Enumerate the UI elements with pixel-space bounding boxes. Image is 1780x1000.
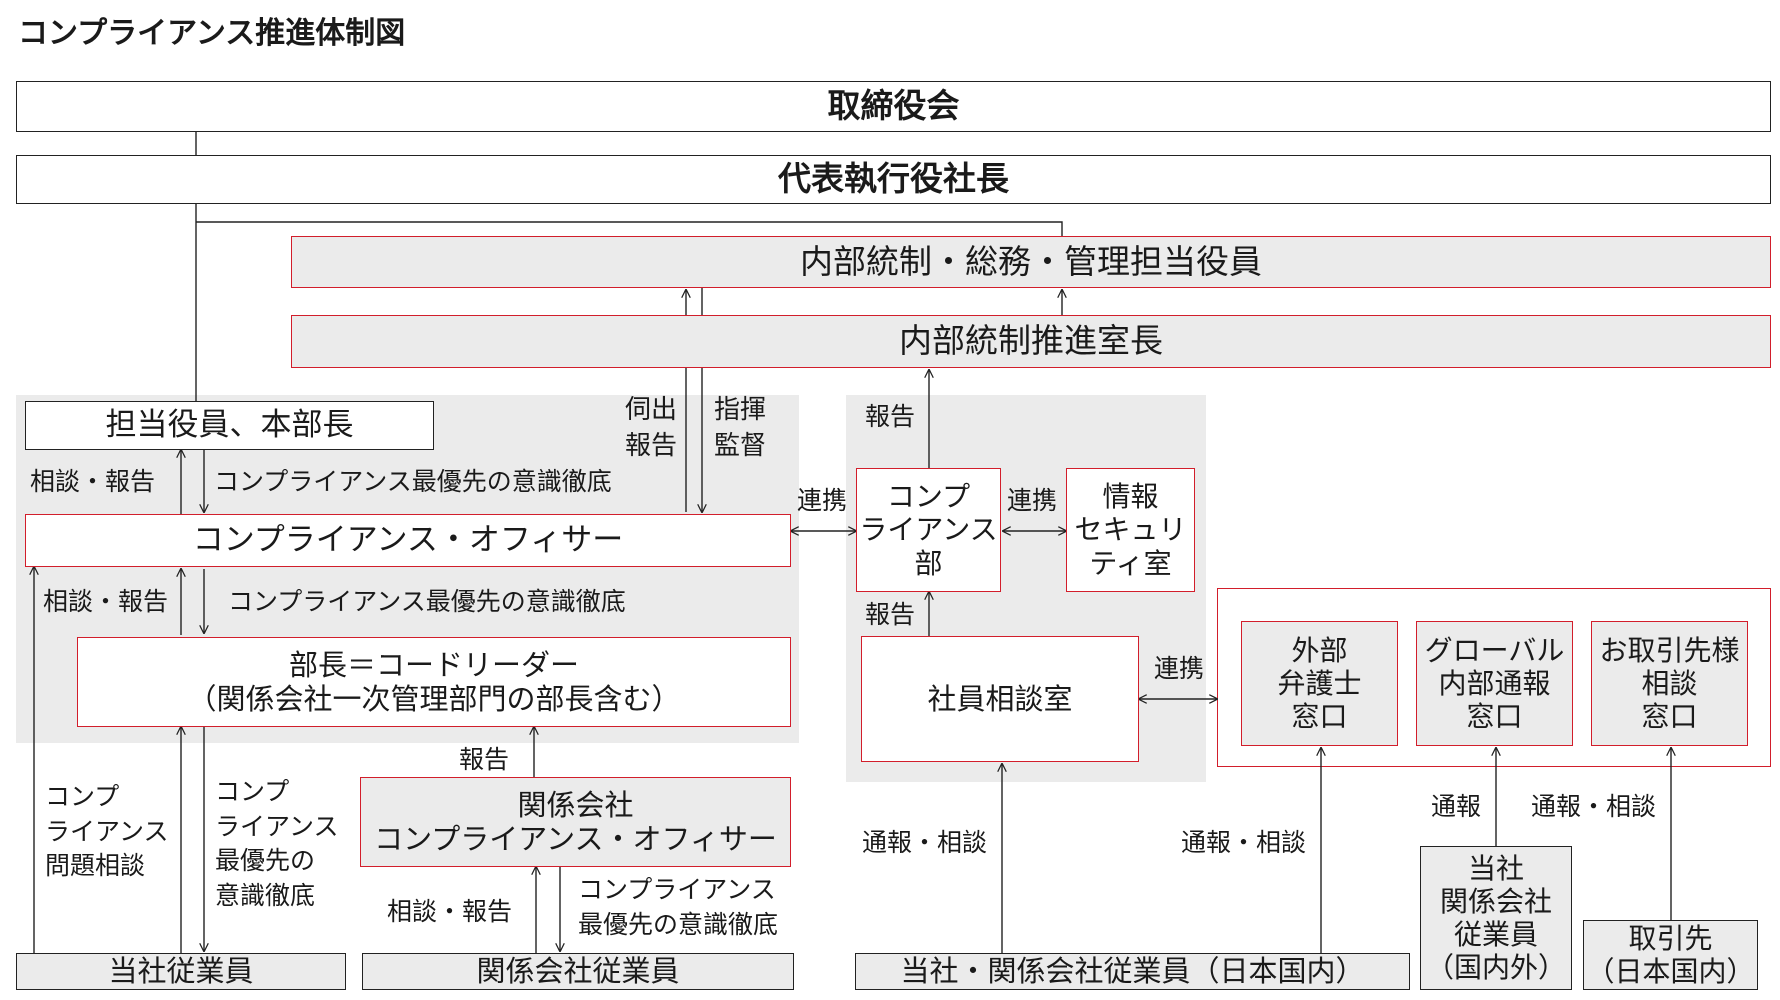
lawyer-line2: 弁護士 [1277,666,1362,700]
label-priority3-line1: コンプ [215,777,290,806]
global-line1: グローバル [1424,633,1565,667]
infosec-line1: 情報 [1102,480,1159,514]
partner-line3: 窓口 [1641,700,1698,734]
board-box: 取締役会 [16,81,1771,132]
affiliate-employees-box: 関係会社従業員 [362,953,794,990]
label-problem-line3: 問題相談 [45,851,146,880]
label-whistle-consult-2: 通報・相談 [1181,828,1307,857]
hotline-frame [1217,588,1771,767]
affiliate-officer-box: 関係会社 コンプライアンス・オフィサー [360,777,791,867]
label-consult-report-2: 相談・報告 [43,587,169,616]
label-whistle-consult-1: 通報・相談 [862,828,988,857]
partner-line1: お取引先様 [1599,633,1740,667]
label-problem-line1: コンプ [45,782,120,811]
compliance-dept-box: コンプ ライアンス 部 [856,468,1001,592]
lawyer-line3: 窓口 [1291,700,1348,734]
overseas-line3: 従業員 [1453,918,1538,951]
partner-line2: 相談 [1641,666,1698,700]
code-leader-line1: 部長＝コードリーダー [288,647,579,682]
label-priority3-line3: 最優先の [215,846,316,875]
employee-consult-box: 社員相談室 [861,636,1139,762]
label-report-dept: 報告 [865,402,916,431]
compliance-officer-box: コンプライアンス・オフィサー [25,514,791,567]
label-collab-2: 連携 [1007,486,1058,515]
lawyer-box: 外部 弁護士 窓口 [1241,621,1398,746]
ceo-box: 代表執行役社長 [16,155,1771,204]
label-direction: 指揮 監督 [714,393,766,465]
label-direction-line1: 指揮 [714,395,767,425]
infosec-line3: ティ室 [1089,546,1172,580]
label-collab-1: 連携 [797,486,848,515]
label-priority4-line2: 最優先の意識徹底 [578,909,779,939]
code-leader-box: 部長＝コードリーダー （関係会社一次管理部門の部長含む） [77,637,791,727]
officer-exec-box: 内部統制・総務・管理担当役員 [291,236,1771,288]
internal-control-head-box: 内部統制推進室長 [291,315,1771,368]
label-consult-report-1: 相談・報告 [30,467,156,496]
label-inquiry-report: 伺出 報告 [625,393,677,465]
label-problem-consult: コンプ ライアンス 問題相談 [45,780,169,884]
infosec-line2: セキュリ [1074,513,1187,547]
overseas-line4: （国内外） [1425,951,1566,985]
line-ceo-officer-exec [196,221,1063,236]
page-title: コンプライアンス推進体制図 [18,16,406,51]
affiliate-officer-line1: 関係会社 [517,787,634,822]
label-priority4-line1: コンプライアンス [578,875,776,904]
compliance-dept-line2: ライアンス [859,513,998,547]
label-inquiry-report-line1: 伺出 [625,395,678,425]
global-hotline-box: グローバル 内部通報 窓口 [1416,621,1573,746]
label-direction-line2: 監督 [714,430,767,461]
label-priority3-line2: ライアンス [215,811,339,841]
compliance-dept-line1: コンプ [886,480,971,514]
clients-line1: 取引先 [1628,921,1713,955]
label-priority-2: コンプライアンス最優先の意識徹底 [228,587,626,616]
code-leader-line2: （関係会社一次管理部門の部長含む） [187,682,681,716]
label-collab-3: 連携 [1154,654,1205,683]
overseas-employees-box: 当社 関係会社 従業員 （国内外） [1420,846,1572,990]
label-inquiry-report-line2: 報告 [625,430,678,461]
our-employees-box: 当社従業員 [16,953,346,990]
domestic-employees-box: 当社・関係会社従業員（日本国内） [855,953,1410,990]
global-line2: 内部通報 [1438,666,1551,700]
overseas-line2: 関係会社 [1439,884,1552,918]
clients-line2: （日本国内） [1586,955,1755,988]
label-report-consult: 報告 [865,600,916,629]
clients-box: 取引先 （日本国内） [1583,920,1758,990]
label-priority3-line4: 意識徹底 [215,880,316,910]
executives-box: 担当役員、本部長 [25,401,434,450]
label-problem-line2: ライアンス [45,816,169,846]
infosec-box: 情報 セキュリ ティ室 [1066,468,1195,592]
label-priority-3: コンプ ライアンス 最優先の 意識徹底 [215,775,339,913]
compliance-dept-line3: 部 [914,546,943,580]
label-whistle: 通報 [1431,792,1482,821]
lawyer-line1: 外部 [1291,633,1348,667]
label-whistle-consult-3: 通報・相談 [1531,792,1657,821]
label-consult-report-3: 相談・報告 [387,897,513,926]
label-priority-1: コンプライアンス最優先の意識徹底 [214,467,612,496]
affiliate-officer-line2: コンプライアンス・オフィサー [374,822,777,856]
global-line3: 窓口 [1466,700,1523,734]
label-report-affiliate: 報告 [459,745,510,774]
partner-consult-box: お取引先様 相談 窓口 [1591,621,1748,746]
label-priority-4: コンプライアンス 最優先の意識徹底 [578,873,778,942]
overseas-line1: 当社 [1467,851,1524,885]
